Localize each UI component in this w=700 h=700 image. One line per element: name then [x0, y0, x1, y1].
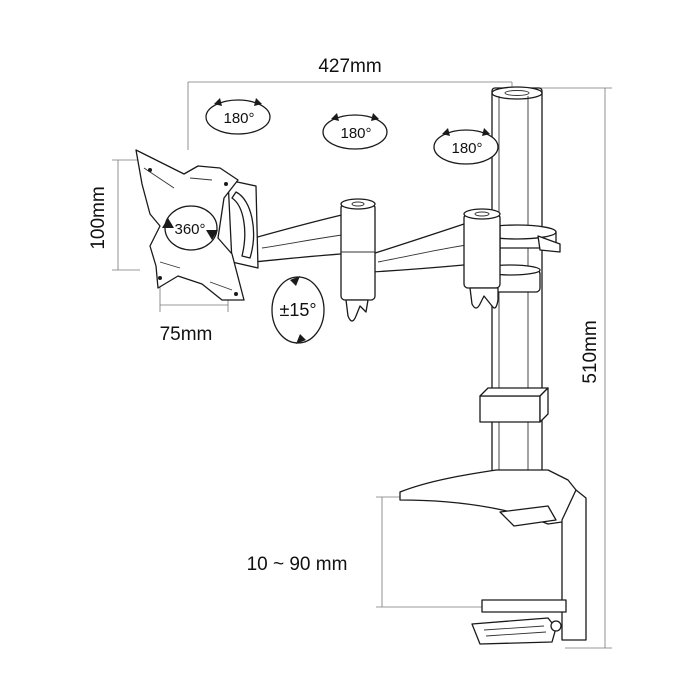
joint-1-rotation-label: 180°: [223, 110, 254, 127]
joint-3-rotation-label: 180°: [451, 140, 482, 157]
plate-rotation-label: 360°: [174, 221, 205, 238]
outer-arm: [253, 198, 376, 322]
clamp-range-label: 10 ~ 90 mm: [247, 554, 348, 575]
rotation-bubbles: [205, 98, 499, 344]
vesa-plate: [135, 149, 245, 301]
joint-2-rotation-label: 180°: [340, 125, 371, 142]
height-label: 510mm: [580, 320, 601, 383]
inner-arm: [371, 208, 501, 309]
tilt-label: ±15°: [279, 300, 316, 320]
arm-reach-label: 427mm: [318, 56, 381, 77]
desk-clamp: [399, 469, 587, 645]
vesa-width-label: 75mm: [160, 324, 213, 345]
vesa-height-label: 100mm: [88, 186, 109, 249]
tilt-head: [227, 179, 259, 269]
